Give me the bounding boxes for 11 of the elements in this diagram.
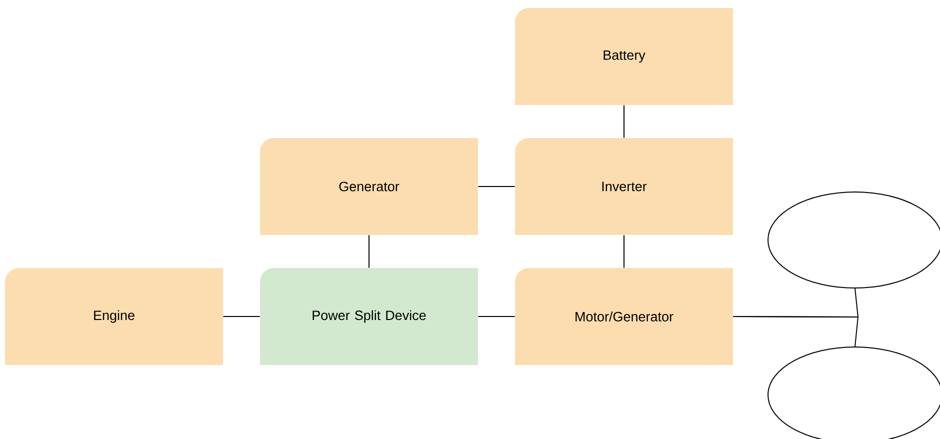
component-box: Motor/Generator <box>515 268 733 365</box>
component-box: Inverter <box>515 138 733 235</box>
component-box: Generator <box>260 138 478 235</box>
connector-line <box>732 316 859 347</box>
connector-line <box>478 316 516 317</box>
connector-line <box>368 234 370 268</box>
connector-line <box>222 316 260 317</box>
component-box: Battery <box>515 8 733 105</box>
connector-line <box>478 186 516 187</box>
component-box: Engine <box>5 268 223 365</box>
component-box: Power Split Device <box>260 268 478 365</box>
